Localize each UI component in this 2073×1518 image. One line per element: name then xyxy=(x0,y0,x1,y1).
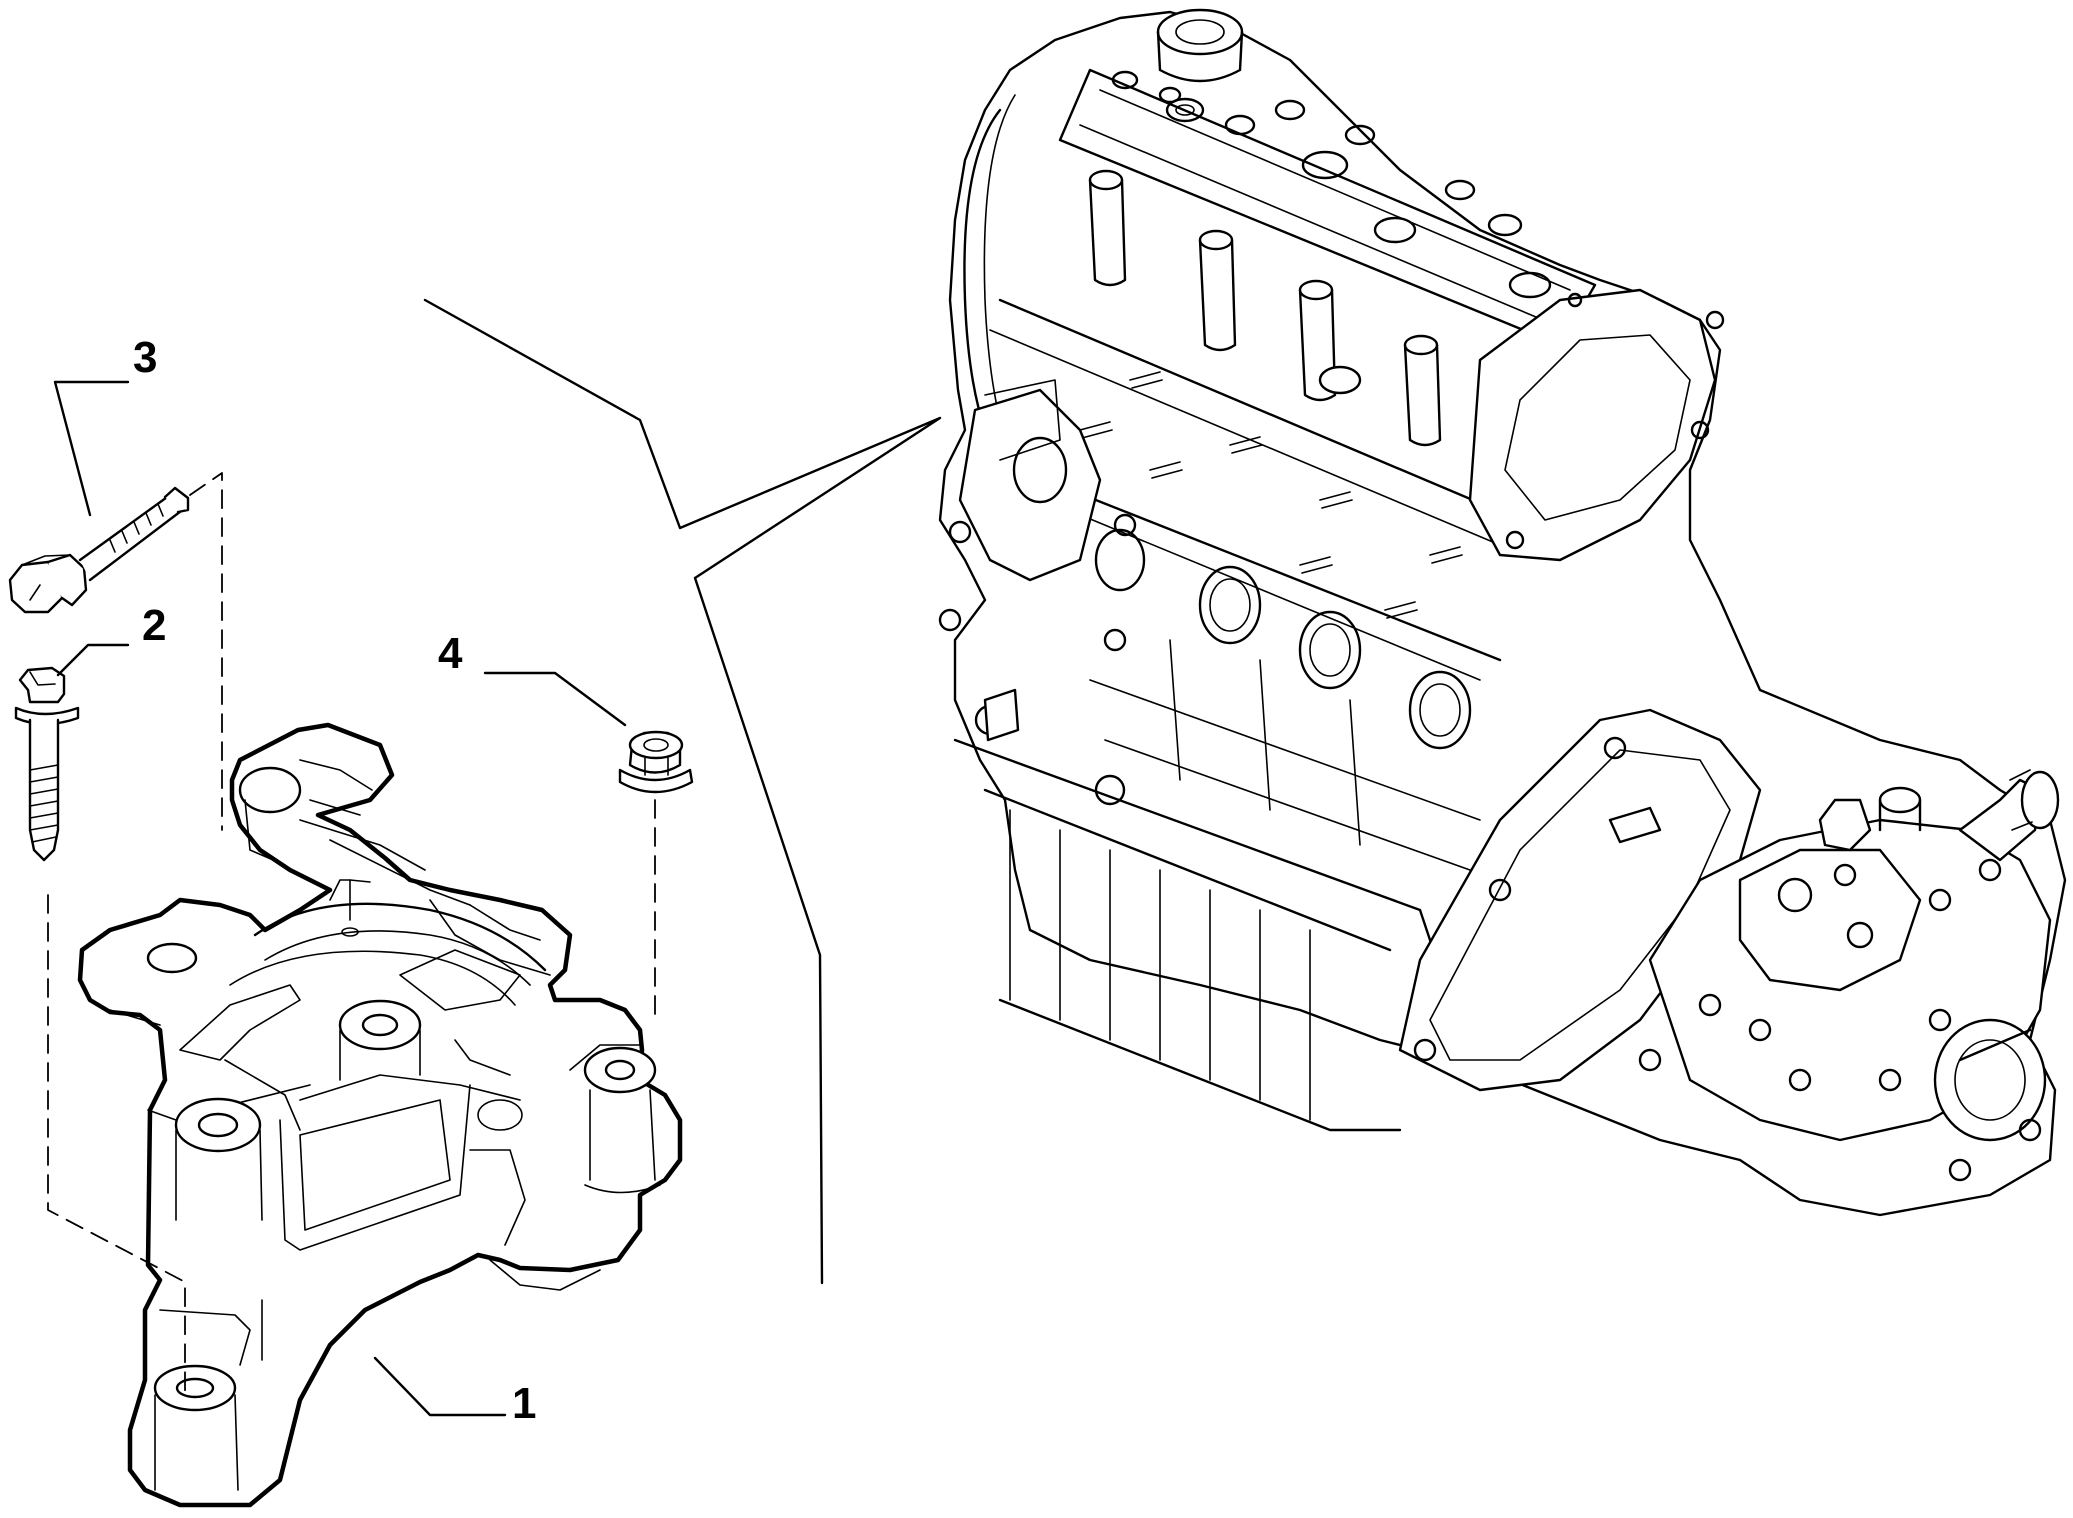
long-bolt xyxy=(8,486,190,614)
assembly-axis-lines xyxy=(47,472,656,1401)
leader-lines xyxy=(53,380,627,1417)
head-bores xyxy=(1111,70,1552,299)
callout-number-2: 2 xyxy=(142,601,166,650)
gear-selector xyxy=(1818,769,2060,912)
exhaust-ports xyxy=(1094,528,1472,750)
gearbox-bellhousing xyxy=(1398,708,1762,1092)
flange-nut xyxy=(618,730,694,794)
callout-number-1: 1 xyxy=(512,1379,536,1428)
callout-number-4: 4 xyxy=(438,629,463,678)
engine-assembly xyxy=(938,8,2067,1217)
zone-boundary-line xyxy=(423,298,942,1285)
cam-cover xyxy=(1468,288,1725,562)
flange-bolt xyxy=(14,666,80,862)
oil-filler-neck xyxy=(1156,8,1244,83)
manifold-studs xyxy=(1079,371,1463,619)
oil-sump xyxy=(953,688,1442,1132)
engine-mount-bracket xyxy=(77,722,683,1508)
coil-towers xyxy=(1088,169,1442,447)
water-outlet xyxy=(938,379,1137,652)
callout-number-3: 3 xyxy=(133,333,157,382)
